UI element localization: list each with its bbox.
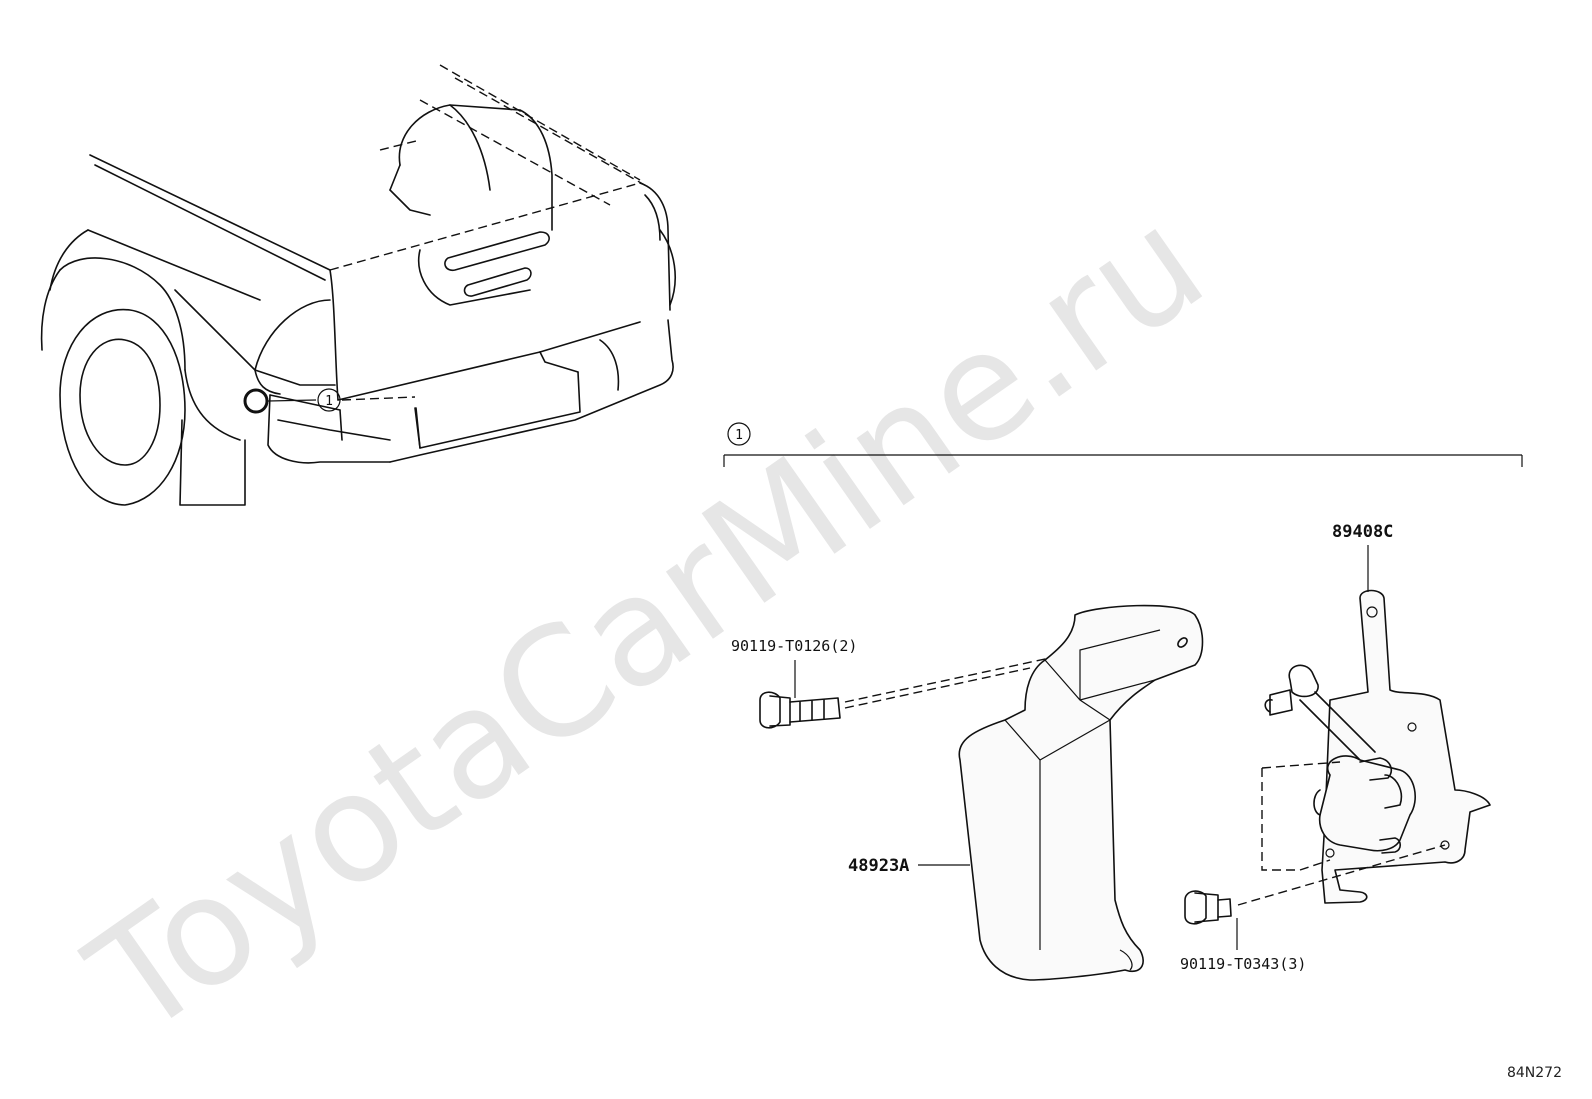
assembly-group-bracket: 1: [723, 422, 1523, 467]
part-number-bracket-cover: 48923A: [848, 856, 909, 876]
part-number-bolt-lower: 90119-T0343(3): [1180, 955, 1306, 973]
bolt-lower: [1184, 844, 1446, 950]
part-number-bolt-upper: 90119-T0126(2): [731, 637, 857, 655]
callout-marker-truck: 1: [317, 388, 341, 412]
assembly-callout-number: 1: [735, 428, 743, 443]
callout-number: 1: [325, 394, 333, 409]
part-number-sensor: 89408C: [1332, 522, 1393, 542]
illustration-reference-code: 84N272: [1507, 1065, 1562, 1081]
truck-rear-illustration: [40, 64, 676, 506]
bracket-cover: [918, 604, 1204, 981]
sensor-location-marker: [243, 388, 269, 414]
height-control-sensor: [1261, 545, 1491, 904]
